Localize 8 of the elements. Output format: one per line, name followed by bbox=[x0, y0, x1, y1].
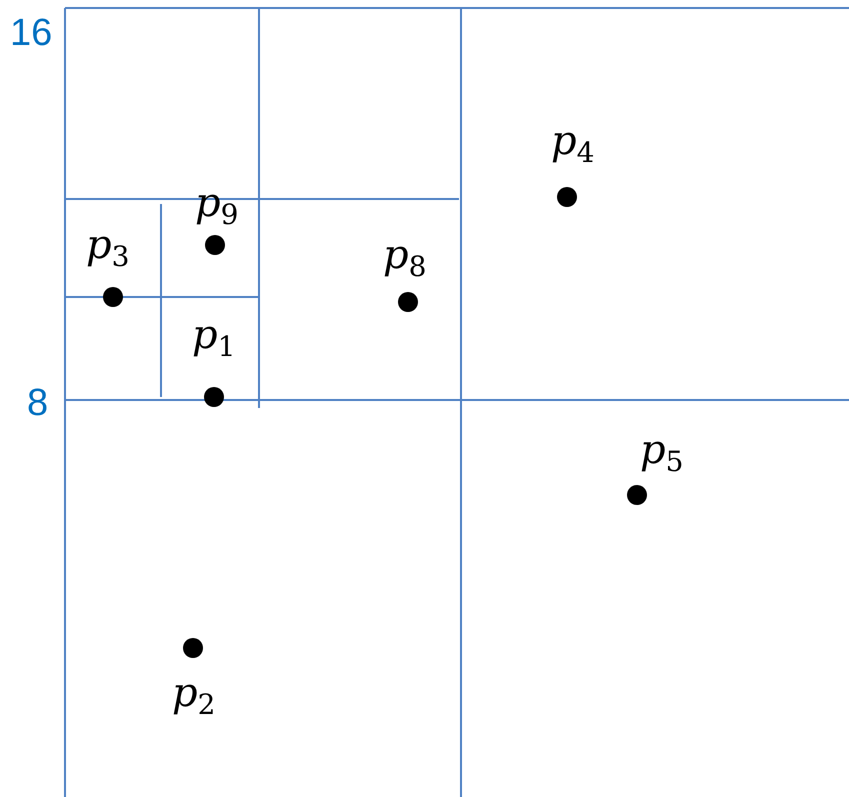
point-label: p$_{5}$ bbox=[640, 427, 684, 473]
point-label: p$_{2}$ bbox=[172, 670, 216, 716]
point-label: p$_{4}$ bbox=[551, 118, 594, 164]
axis-tick-label: 16 bbox=[10, 14, 52, 52]
point-label: p$_{1}$ bbox=[192, 312, 236, 358]
axis-tick-label: 8 bbox=[27, 384, 48, 422]
point-label: p$_{3}$ bbox=[86, 222, 130, 268]
point-label: p$_{8}$ bbox=[383, 232, 426, 278]
